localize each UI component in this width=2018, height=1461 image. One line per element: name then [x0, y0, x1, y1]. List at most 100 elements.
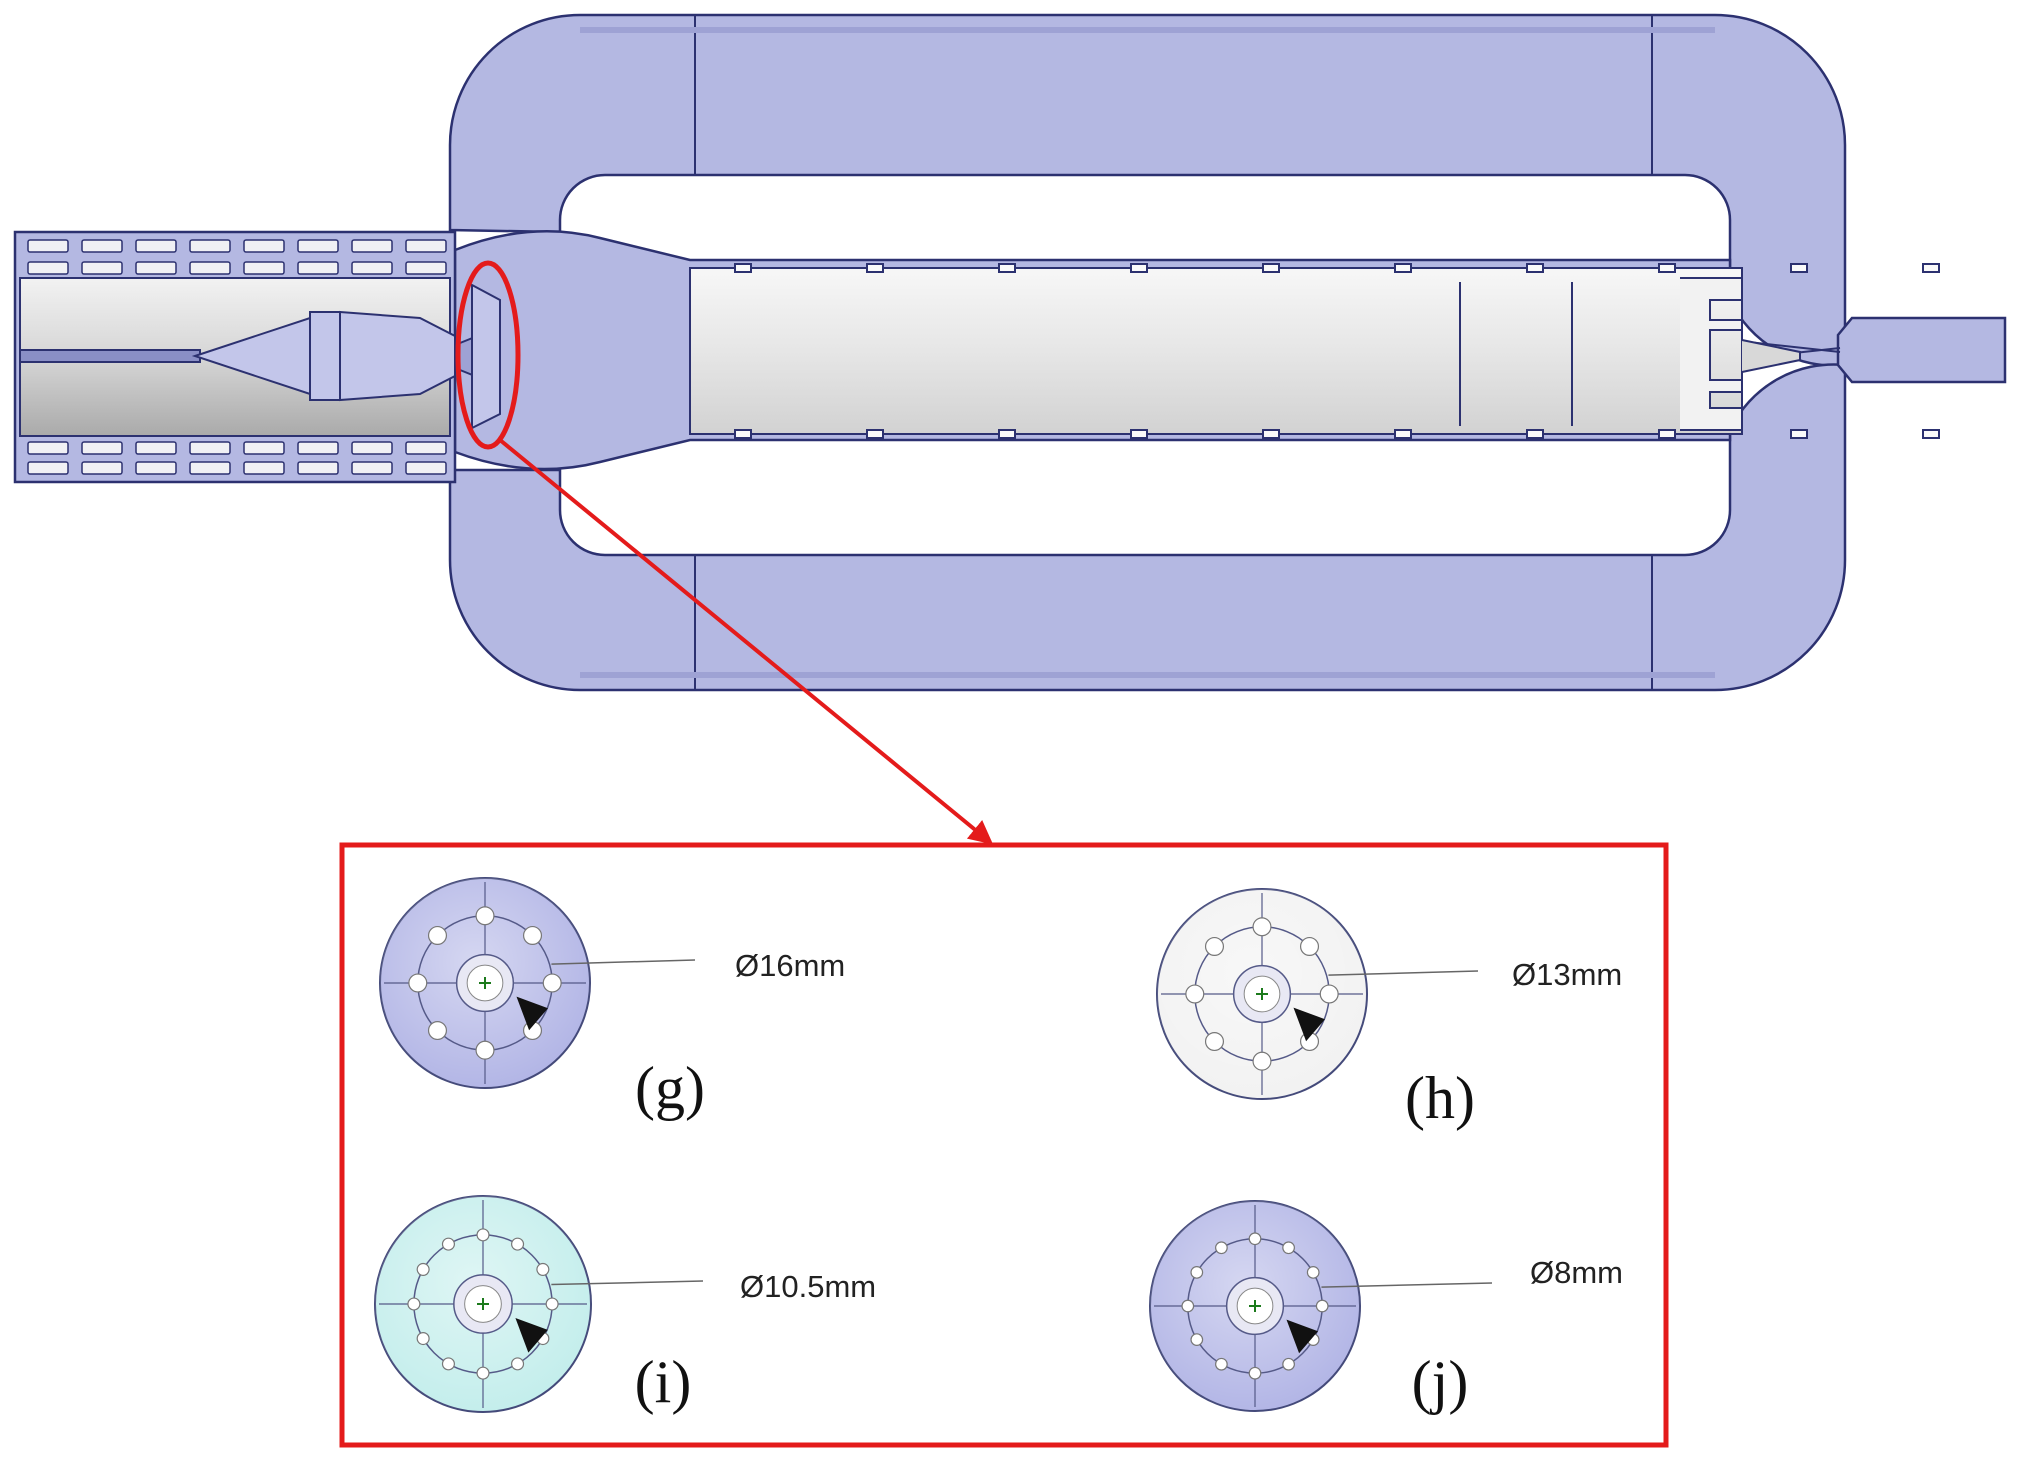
tube-tick	[1658, 263, 1676, 273]
orifice-plate-i: Ø10.5mm (i)	[374, 1195, 876, 1415]
pointer-arrow	[1286, 1319, 1318, 1354]
center-mark	[477, 1298, 489, 1310]
tube-tick	[1130, 429, 1148, 439]
tube-tick	[1130, 263, 1148, 273]
mixing-tube	[689, 263, 1940, 439]
orifice-hole	[545, 1297, 559, 1311]
orifice-hole	[408, 973, 428, 993]
tube-tick	[866, 263, 884, 273]
jacket-rib	[405, 461, 447, 475]
orifice-hole	[407, 1297, 421, 1311]
tube-tick	[1790, 263, 1808, 273]
orifice-hole	[1190, 1333, 1204, 1346]
jacket-rib	[351, 441, 393, 455]
pipe-seams	[580, 15, 1841, 690]
orifice-hole	[441, 1237, 455, 1251]
jacket-rib	[81, 441, 123, 455]
jacket-rib	[351, 461, 393, 475]
orifice-hole	[476, 1228, 490, 1242]
diameter-label: Ø16mm	[735, 948, 845, 983]
orifice-hole	[542, 973, 562, 993]
callout-ellipse	[455, 260, 521, 450]
dimension-leader	[551, 1280, 704, 1286]
tube-tick	[998, 429, 1016, 439]
orifice-hole	[416, 1262, 430, 1276]
tube-tick	[1526, 263, 1544, 273]
jacket-rib	[135, 261, 177, 275]
jacket-rib	[189, 441, 231, 455]
orifice-hole	[1181, 1299, 1195, 1313]
dimension-leader	[1321, 1282, 1493, 1288]
orifice-hole	[522, 925, 543, 946]
orifice-hole	[1215, 1357, 1228, 1371]
jacket-rib	[405, 261, 447, 275]
jacket-rib	[405, 239, 447, 253]
tube-tick	[1394, 263, 1412, 273]
tube-tick	[1262, 429, 1280, 439]
orifice-plate-j: Ø8mm (j)	[1149, 1200, 1623, 1415]
panel-label: (j)	[1412, 1349, 1469, 1415]
diameter-label: Ø13mm	[1512, 957, 1622, 992]
tube-tick	[1922, 429, 1940, 439]
orifice-hole	[1306, 1266, 1320, 1279]
orifice-hole	[475, 906, 495, 926]
tube-tick	[998, 263, 1016, 273]
orifice-hole	[1319, 984, 1339, 1004]
pointer-arrow	[516, 996, 548, 1031]
orifice-hole	[427, 925, 448, 946]
jacket-rib	[135, 461, 177, 475]
orifice-hole	[476, 1366, 490, 1380]
center-mark	[1256, 988, 1268, 1000]
diameter-label: Ø10.5mm	[740, 1269, 876, 1304]
center-mark	[1249, 1300, 1261, 1312]
jacket-rib	[351, 239, 393, 253]
orifice-hole	[1252, 917, 1272, 937]
jacket-rib	[405, 441, 447, 455]
jacket-rib	[297, 239, 339, 253]
outlet-pipe	[1836, 316, 2007, 384]
jacket-rib	[135, 441, 177, 455]
pointer-arrow	[515, 1318, 548, 1353]
jacket-rib	[297, 461, 339, 475]
orifice-hole	[1185, 984, 1205, 1004]
panel-label: (i)	[635, 1349, 692, 1415]
tube-tick	[1922, 263, 1940, 273]
orifice-hole	[1315, 1299, 1329, 1313]
tube-tick	[1262, 263, 1280, 273]
tube-tick	[1394, 429, 1412, 439]
jacket-rib	[27, 239, 69, 253]
orifice-hole	[1282, 1357, 1295, 1371]
jacket-rib	[189, 261, 231, 275]
tube-tick	[1790, 429, 1808, 439]
jacket-rib	[81, 239, 123, 253]
orifice-hole	[511, 1357, 525, 1371]
orifice-hole	[1190, 1266, 1204, 1279]
orifice-hole	[536, 1262, 550, 1276]
dimension-leader	[1328, 970, 1479, 976]
orifice-panels: Ø16mm(g)Ø13mm(h)Ø10.5mm(i)Ø8mm(j)	[374, 877, 1623, 1415]
diameter-label: Ø8mm	[1530, 1255, 1623, 1290]
center-mark	[479, 977, 491, 989]
jacket-rib	[243, 261, 285, 275]
jacket-rib	[135, 239, 177, 253]
jacket-rib	[243, 461, 285, 475]
jacket-rib	[297, 261, 339, 275]
panel-label: (g)	[635, 1055, 705, 1121]
jacket-rib	[351, 261, 393, 275]
ejector-nozzle	[19, 283, 501, 430]
orifice-hole	[1252, 1051, 1272, 1071]
jacket-rib	[189, 239, 231, 253]
dimension-leader	[551, 959, 696, 965]
orifice-hole	[1248, 1232, 1262, 1246]
orifice-hole	[1204, 1031, 1225, 1052]
orifice-hole	[427, 1020, 448, 1041]
pointer-arrow	[1293, 1007, 1325, 1042]
orifice-hole	[1282, 1241, 1295, 1255]
orifice-hole	[511, 1237, 525, 1251]
orifice-plate-g: Ø16mm (g)	[379, 877, 845, 1121]
jacket-rib	[27, 441, 69, 455]
orifice-hole	[441, 1357, 455, 1371]
tube-tick	[1658, 429, 1676, 439]
tube-tick	[866, 429, 884, 439]
